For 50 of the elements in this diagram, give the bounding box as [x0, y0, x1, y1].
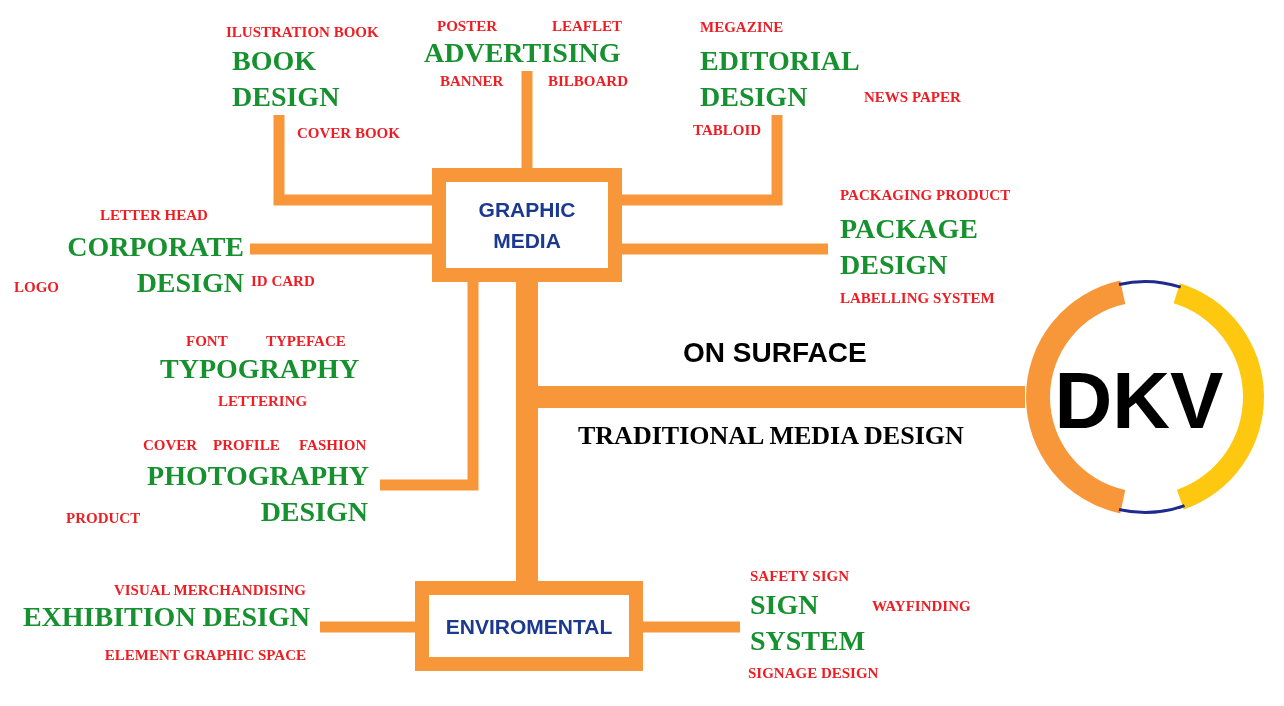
- category-title: TYPOGRAPHY: [160, 352, 360, 386]
- subcategory-label: LABELLING SYSTEM: [840, 289, 995, 307]
- subcategory-label: ID CARD: [251, 272, 315, 290]
- subcategory-label: LEAFLET: [552, 17, 623, 35]
- subcategory-label: NEWS PAPER: [864, 88, 961, 106]
- subcategory-label: COVER: [143, 436, 198, 454]
- subcategory-label: BANNER: [440, 72, 504, 90]
- category-title: PHOTOGRAPHY DESIGN: [147, 458, 368, 530]
- box-label: ENVIROMENTAL: [445, 613, 613, 640]
- subcategory-label: COVER BOOK: [297, 124, 400, 142]
- subcategory-label: TABLOID: [693, 121, 762, 139]
- category-title: SIGN SYSTEM: [750, 587, 866, 659]
- category-title: CORPORATE DESIGN: [67, 229, 244, 301]
- category-title: ADVERTISING: [424, 35, 621, 71]
- subcategory-label: LOGO: [14, 278, 59, 296]
- subcategory-label: SAFETY SIGN: [750, 567, 850, 585]
- box-label: GRAPHIC MEDIA: [478, 197, 576, 254]
- subcategory-label: ELEMENT GRAPHIC SPACE: [104, 646, 306, 664]
- subcategory-label: MEGAZINE: [700, 18, 784, 36]
- subcategory-label: FASHION: [299, 436, 367, 454]
- connector-line: [250, 243, 432, 255]
- subcategory-label: SIGNAGE DESIGN: [748, 664, 879, 682]
- subcategory-label: TYPEFACE: [266, 332, 346, 350]
- branch-label: TRADITIONAL MEDIA DESIGN: [578, 420, 964, 452]
- subcategory-label: FONT: [186, 332, 228, 350]
- subcategory-label: BILBOARD: [548, 72, 629, 90]
- connector-line: [643, 621, 740, 633]
- connector-line: [521, 71, 533, 168]
- category-title: EXHIBITION DESIGN: [22, 599, 310, 635]
- connector-line: [622, 243, 828, 255]
- connector-line: [622, 115, 783, 206]
- subcategory-label: PRODUCT: [66, 509, 141, 527]
- category-title: BOOK DESIGN: [232, 43, 340, 115]
- hub-title: DKV: [1054, 356, 1225, 446]
- connector-line: [380, 282, 479, 491]
- subcategory-label: PROFILE: [213, 436, 280, 454]
- subcategory-label: PACKAGING PRODUCT: [840, 186, 1011, 204]
- connector-line: [273, 115, 432, 206]
- subcategory-label: VISUAL MERCHANDISING: [113, 581, 306, 599]
- subcategory-label: ILUSTRATION BOOK: [226, 23, 379, 41]
- subcategory-label: LETTERING: [218, 392, 308, 410]
- category-box: [415, 581, 643, 671]
- subcategory-label: LETTER HEAD: [100, 206, 208, 224]
- category-title: EDITORIAL DESIGN: [700, 43, 859, 115]
- subcategory-label: POSTER: [437, 17, 497, 35]
- branch-label: ON SURFACE: [683, 336, 867, 370]
- category-box: [432, 168, 622, 282]
- subcategory-label: WAYFINDING: [872, 597, 971, 615]
- connector-line: [320, 621, 415, 633]
- category-title: PACKAGE DESIGN: [840, 211, 978, 283]
